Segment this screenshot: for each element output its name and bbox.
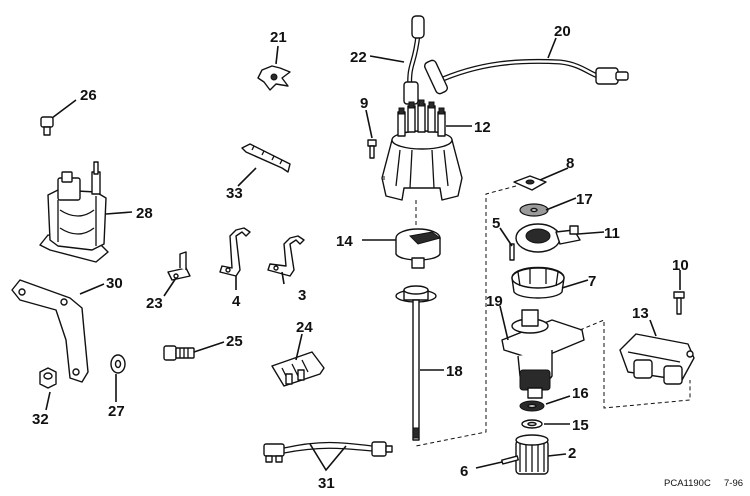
part-15-washer [521,419,543,429]
callout-23: 23 [146,295,163,312]
callout-19: 19 [486,293,503,310]
leader-lines [45,37,681,472]
callout-21: 21 [270,29,287,46]
part-28-ignition-coil [39,161,109,263]
callout-20: 20 [554,23,571,40]
callout-18: 18 [446,363,463,380]
part-7-pole-piece [511,266,565,299]
part-27-washer [110,354,126,374]
callout-14: 14 [336,233,353,250]
part-16-washer [519,400,545,412]
callout-numbers: 21 22 20 26 9 12 8 28 33 17 5 11 14 10 3… [32,23,689,492]
part-9-screw [367,139,377,159]
callout-33: 33 [226,185,243,202]
part-21-rotor-plate [257,65,291,91]
part-3-clip [267,235,305,277]
callout-16: 16 [572,385,589,402]
callout-30: 30 [106,275,123,292]
part-31-wire-harness [263,441,393,463]
callout-6: 6 [460,463,468,480]
callout-26: 26 [80,87,97,104]
callout-32: 32 [32,411,49,428]
part-18-shaft [395,285,437,441]
callout-9: 9 [360,95,368,112]
callout-25: 25 [226,333,243,350]
callout-28: 28 [136,205,153,222]
callout-12: 12 [474,119,491,136]
figure-code-date: 7-96 [724,478,743,489]
callout-5: 5 [492,215,500,232]
part-5-pin [509,243,515,261]
callout-24: 24 [296,319,313,336]
callout-17: 17 [576,191,593,208]
part-19-distributor-housing [501,309,585,399]
part-10-screw [673,291,685,315]
callout-31: 31 [318,475,335,492]
part-25-bolt [163,345,195,361]
part-30-coil-bracket [11,279,89,383]
assembly-dashed-lines [383,176,691,447]
callout-27: 27 [108,403,125,420]
callout-13: 13 [632,305,649,322]
part-26-screw [40,116,54,136]
callout-10: 10 [672,257,689,274]
figure-code: PCA1190C 7-96 [664,478,743,489]
part-33-wire-clip [241,143,291,173]
callout-15: 15 [572,417,589,434]
part-14-rotor [395,228,442,269]
part-17-washer [519,203,549,217]
callout-3: 3 [298,287,306,304]
part-32-nut [39,367,57,389]
part-24-connector [271,351,325,387]
callout-4: 4 [232,293,241,310]
callout-22: 22 [350,49,367,66]
part-11-pickup-coil [515,223,581,253]
callout-2: 2 [568,445,576,462]
callout-11: 11 [604,225,620,242]
part-13-ignition-module [619,333,695,385]
figure-code-id: PCA1190C [664,478,711,489]
callout-7: 7 [588,273,596,290]
part-6-roll-pin [501,455,519,465]
callout-8: 8 [566,155,574,172]
part-4-clip [219,227,251,277]
spark-plug-wires [403,15,629,105]
part-2-drive-gear [515,434,549,475]
part-23-clip [167,251,191,281]
part-8-seal [513,175,547,191]
part-12-distributor-cap [381,99,463,201]
